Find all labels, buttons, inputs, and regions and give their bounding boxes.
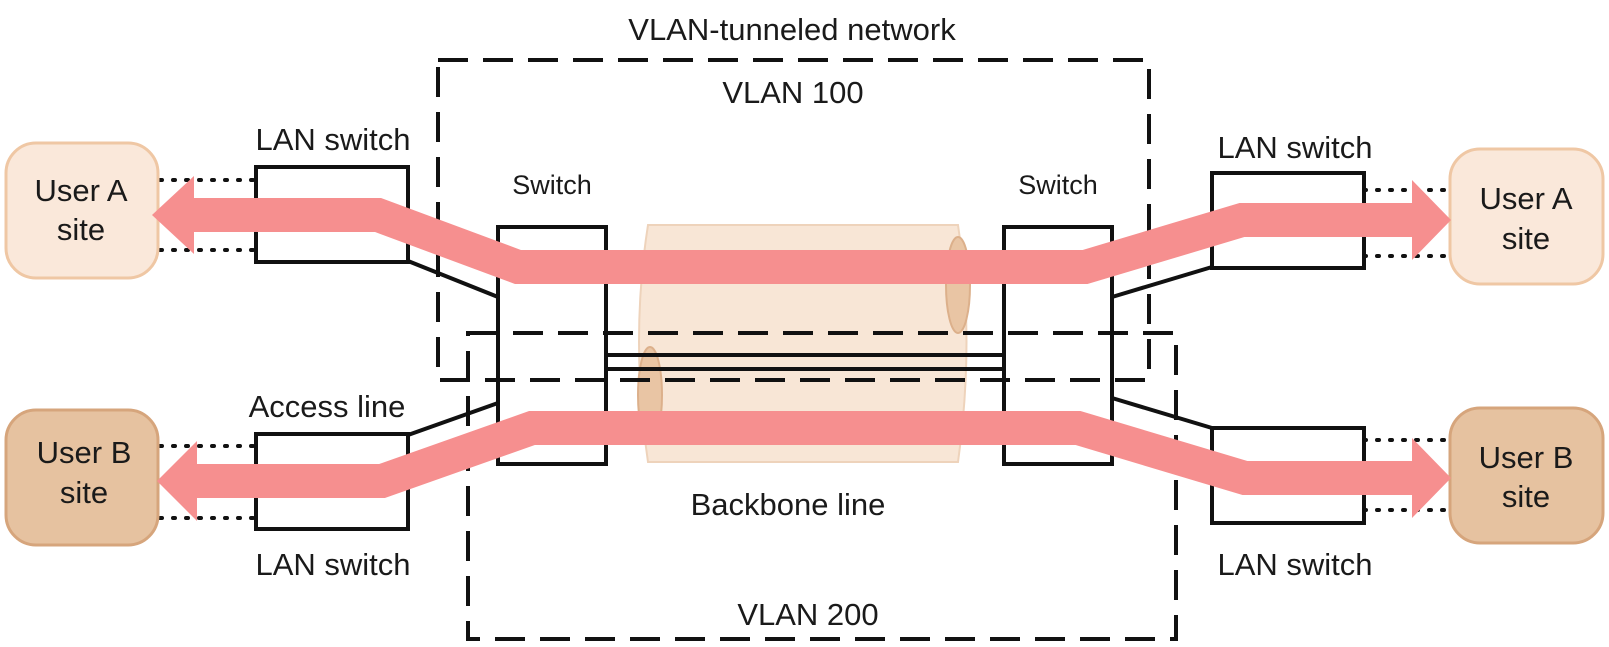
access-line-label: Access line: [249, 389, 406, 424]
user-a-site-left: [4, 141, 160, 280]
lan-switch-top-left-label: LAN switch: [255, 122, 410, 157]
network-title: VLAN-tunneled network: [628, 12, 956, 47]
access-line-top-right: [1111, 265, 1213, 299]
user-b-site-left: [4, 408, 160, 547]
user-b-traffic-flow: [157, 411, 1451, 521]
core-switch-left: [496, 225, 608, 466]
user-b-site-left-label-line1: User B: [37, 435, 132, 470]
user-b-site-right-label-line1: User B: [1479, 440, 1574, 475]
lan-switch-top-right-label: LAN switch: [1217, 130, 1372, 165]
lan-switch-bottom-left-label: LAN switch: [255, 547, 410, 582]
lan-switch-bottom-right-label: LAN switch: [1217, 547, 1372, 582]
core-switch-right: [1002, 225, 1114, 466]
user-b-site-right-label-line2: site: [1502, 479, 1550, 514]
vlan-200-label: VLAN 200: [737, 597, 878, 632]
access-line-top-left: [407, 259, 499, 299]
user-a-site-left-label-line2: site: [57, 212, 105, 247]
user-a-site-left-label-line1: User A: [34, 173, 127, 208]
access-line-bottom-left: [407, 401, 499, 437]
backbone-line-label: Backbone line: [691, 487, 886, 522]
switch-left-label: Switch: [512, 170, 592, 200]
user-a-site-right-label-line2: site: [1502, 221, 1550, 256]
switch-right-label: Switch: [1018, 170, 1098, 200]
site-links: [158, 178, 1450, 520]
access-line-bottom-right: [1111, 396, 1213, 430]
vlan-100-label: VLAN 100: [722, 75, 863, 110]
user-b-site-right: [1448, 406, 1605, 545]
user-a-site-right-label-line1: User A: [1479, 181, 1572, 216]
user-a-site-right: [1448, 147, 1605, 286]
vlan-200-region: [466, 331, 1178, 641]
user-b-site-left-label-line2: site: [60, 475, 108, 510]
user-a-traffic-flow: [152, 176, 1451, 284]
